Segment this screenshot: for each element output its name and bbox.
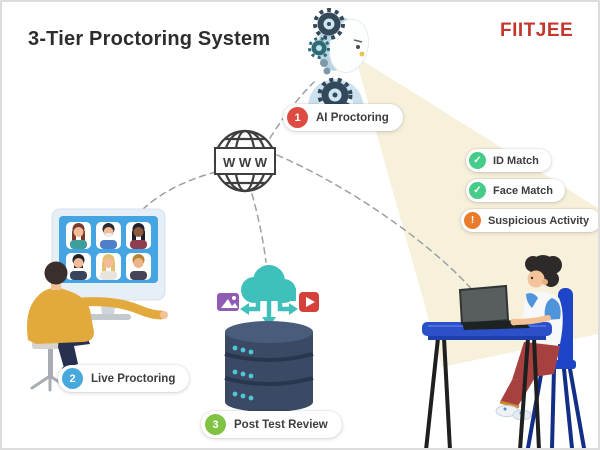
- tier-label: AI Proctoring: [316, 111, 389, 124]
- check-icon: ✓: [469, 182, 486, 199]
- cloud-database-illustration: [217, 265, 319, 412]
- video-file-icon: [299, 292, 319, 312]
- status-pill-face-match: ✓ Face Match: [466, 179, 565, 202]
- tier-number-badge: 2: [62, 368, 83, 389]
- status-label: ID Match: [493, 154, 539, 167]
- status-pill-suspicious-activity: ! Suspicious Activity: [461, 209, 598, 232]
- tier-number-badge: 3: [205, 414, 226, 435]
- upload-cloud-icon: [241, 265, 296, 303]
- proctor-person: [27, 261, 168, 392]
- connector-globe-database: [251, 193, 267, 263]
- proctor-head: [44, 261, 68, 285]
- video-participant-tile: [66, 253, 91, 280]
- cloud-arrows: [248, 301, 290, 318]
- live-proctoring-monitor-illustration: [27, 208, 168, 392]
- video-participant-tile: [96, 222, 121, 249]
- video-participant-tile: [126, 222, 151, 249]
- alert-icon: !: [464, 212, 481, 229]
- connector-globe-monitor: [141, 171, 217, 211]
- www-globe-label: W W W: [223, 155, 268, 170]
- check-icon: ✓: [469, 152, 486, 169]
- video-participant-tile: [126, 253, 151, 280]
- status-pill-id-match: ✓ ID Match: [466, 149, 551, 172]
- www-globe-icon: W W W: [213, 129, 277, 193]
- tier-pill-ai-proctoring: 1 AI Proctoring: [283, 104, 403, 131]
- image-file-icon: [217, 293, 239, 311]
- tier-label: Live Proctoring: [91, 372, 176, 385]
- page-title: 3-Tier Proctoring System: [28, 28, 271, 50]
- fiitjee-logo: FIITJEE: [500, 20, 574, 41]
- ai-robot-illustration: [308, 8, 370, 113]
- tier-number-badge: 1: [287, 107, 308, 128]
- tier-label: Post Test Review: [234, 418, 328, 431]
- status-label: Suspicious Activity: [488, 214, 590, 227]
- tier-pill-post-test-review: 3 Post Test Review: [201, 411, 342, 438]
- robot-eye: [356, 45, 360, 49]
- tier-pill-live-proctoring: 2 Live Proctoring: [58, 365, 190, 392]
- connector-globe-student: [276, 154, 475, 293]
- video-participant-tile: [96, 253, 121, 280]
- student-face: [527, 270, 545, 288]
- database-led-dots: [232, 345, 254, 401]
- database-cylinder: [224, 321, 314, 412]
- video-participant-tile: [66, 222, 91, 249]
- status-label: Face Match: [493, 184, 553, 197]
- student-desk-illustration: [422, 255, 586, 448]
